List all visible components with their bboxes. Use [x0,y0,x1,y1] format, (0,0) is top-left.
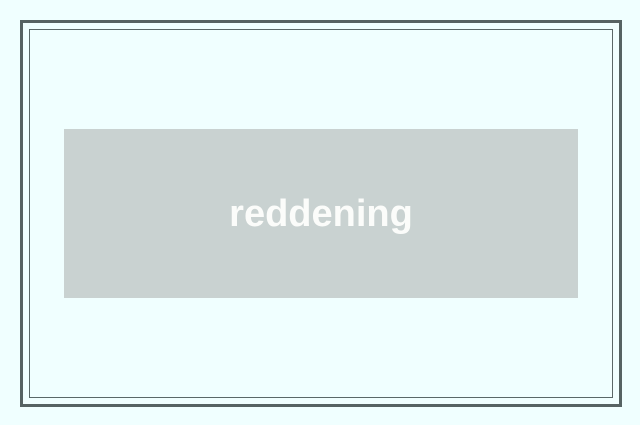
outer-frame-border: reddening [20,20,622,407]
word-label: reddening [229,192,413,235]
word-card: reddening [64,129,578,298]
inner-frame-border: reddening [29,29,613,398]
